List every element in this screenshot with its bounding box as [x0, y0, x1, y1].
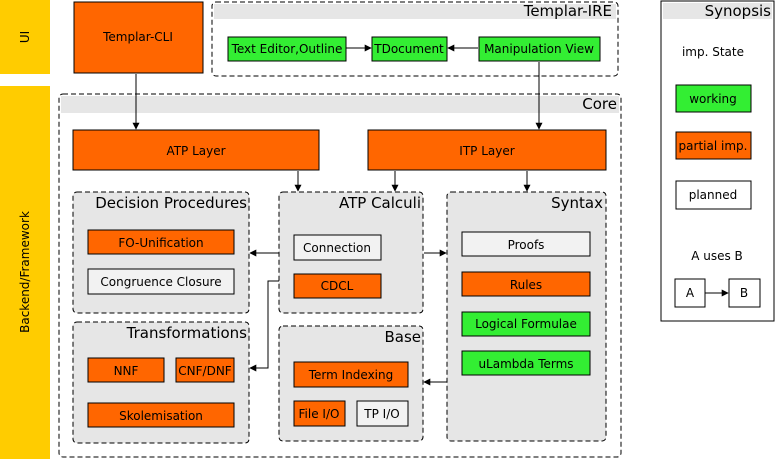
- decision-procedures-group: Decision Procedures FO-Unification Congr…: [72, 191, 250, 314]
- synopsis-title: Synopsis: [705, 2, 772, 20]
- legend-a-label: A: [686, 286, 695, 300]
- transformations-group: Transformations NNF CNF/DNF Skolemisatio…: [72, 321, 250, 444]
- cdcl-label: CDCL: [321, 279, 354, 293]
- itp-layer-node: ITP Layer: [367, 129, 607, 171]
- nnf-label: NNF: [114, 364, 139, 378]
- templar-cli-node: Templar-CLI: [73, 1, 204, 74]
- rules-label: Rules: [510, 278, 542, 292]
- sidebar-backend: Backend/Framework: [0, 86, 50, 459]
- tp-io-label: TP I/O: [363, 407, 399, 421]
- skolemisation-label: Skolemisation: [119, 409, 203, 423]
- syntax-title: Syntax: [551, 194, 603, 212]
- text-editor-label: Text Editor,Outline: [231, 42, 343, 56]
- core-title: Core: [582, 95, 617, 113]
- sidebar-ui-label: UI: [18, 31, 32, 43]
- proofs-label: Proofs: [508, 238, 545, 252]
- syntax-group: Syntax Proofs Rules Logical Formulae uLa…: [446, 191, 607, 442]
- base-title: Base: [384, 328, 421, 346]
- templar-cli-label: Templar-CLI: [102, 30, 173, 44]
- decision-procedures-title: Decision Procedures: [95, 194, 247, 212]
- legend-b-label: B: [740, 286, 748, 300]
- atp-layer-label: ATP Layer: [166, 144, 225, 158]
- base-group: Base Term Indexing File I/O TP I/O: [278, 325, 424, 442]
- templar-ire-title: Templar-IRE: [523, 2, 612, 20]
- legend-partial-label: partial imp.: [679, 139, 748, 153]
- synopsis-legend: Synopsis imp. State working partial imp.…: [660, 0, 775, 322]
- manipulation-view-label: Manipulation View: [484, 42, 594, 56]
- legend-heading: imp. State: [682, 45, 744, 59]
- congruence-closure-label: Congruence Closure: [100, 275, 221, 289]
- legend-uses-caption: A uses B: [691, 249, 743, 263]
- arrow-calculi-to-transformations: [249, 280, 279, 372]
- atp-layer-node: ATP Layer: [72, 129, 320, 171]
- legend-planned-label: planned: [689, 188, 738, 202]
- dependency-arrows: [132, 44, 543, 386]
- logical-formulae-label: Logical Formulae: [475, 317, 577, 331]
- fo-unification-label: FO-Unification: [118, 236, 203, 250]
- cnf-dnf-label: CNF/DNF: [178, 364, 232, 378]
- tdocument-label: TDocument: [373, 42, 444, 56]
- atp-calculi-title: ATP Calculi: [339, 194, 421, 212]
- atp-calculi-group: ATP Calculi Connection CDCL: [278, 191, 424, 314]
- transformations-title: Transformations: [126, 324, 248, 342]
- itp-layer-label: ITP Layer: [459, 144, 514, 158]
- term-indexing-label: Term Indexing: [308, 368, 394, 382]
- legend-working-label: working: [689, 92, 737, 106]
- ulambda-terms-label: uLambda Terms: [478, 357, 573, 371]
- sidebar-ui: UI: [0, 0, 50, 74]
- sidebar-backend-label: Backend/Framework: [18, 211, 32, 333]
- connection-label: Connection: [303, 241, 371, 255]
- templar-ire-group: Templar-IRE Text Editor,Outline TDocumen…: [211, 1, 619, 77]
- file-io-label: File I/O: [299, 407, 340, 421]
